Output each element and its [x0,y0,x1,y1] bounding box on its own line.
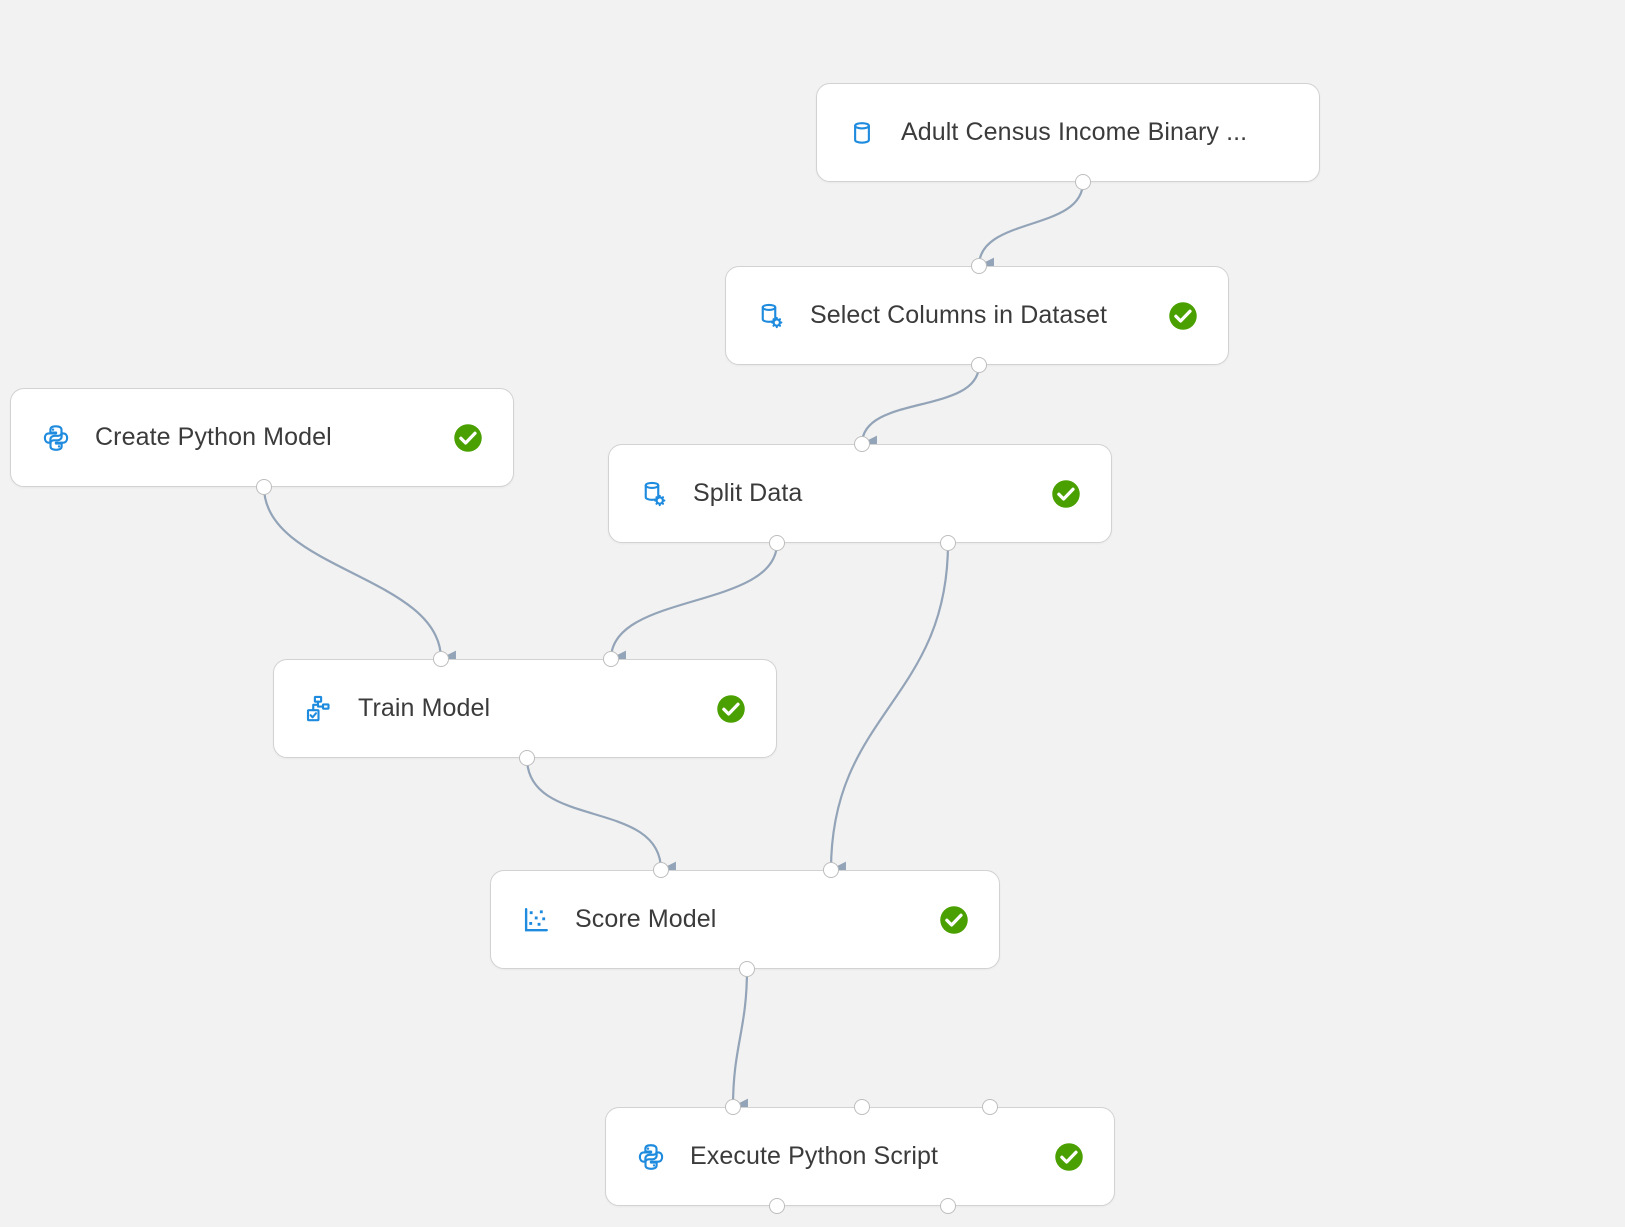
output-port-split-data-0[interactable] [769,535,785,551]
output-port-adult-census-income-binary-0[interactable] [1075,174,1091,190]
node-title: Split Data [693,479,803,507]
node-adult-census-income-binary[interactable]: Adult Census Income Binary ... [816,83,1320,182]
status-badge-success [1168,301,1198,331]
input-port-execute-python-script-2[interactable] [982,1099,998,1115]
status-badge-success [1054,1142,1084,1172]
node-title: Score Model [575,905,717,933]
input-port-score-model-1[interactable] [823,862,839,878]
output-port-execute-python-script-0[interactable] [769,1198,785,1214]
dataset-settings-icon [754,299,788,333]
status-badge-success [1051,479,1081,509]
output-port-split-data-1[interactable] [940,535,956,551]
status-badge-success [453,423,483,453]
output-port-execute-python-script-1[interactable] [940,1198,956,1214]
input-port-execute-python-script-1[interactable] [854,1099,870,1115]
node-title: Execute Python Script [690,1142,939,1170]
output-port-train-model-0[interactable] [519,750,535,766]
node-title: Create Python Model [95,423,332,451]
node-score-model[interactable]: Score Model [490,870,1000,969]
input-port-split-data-0[interactable] [854,436,870,452]
python-icon [634,1140,668,1174]
output-port-create-python-model-0[interactable] [256,479,272,495]
node-title: Select Columns in Dataset [810,301,1108,329]
edge-train-model-to-score-model[interactable] [525,757,676,879]
python-icon [39,421,73,455]
node-create-python-model[interactable]: Create Python Model [10,388,514,487]
dataset-cylinder-icon [845,116,879,150]
node-title: Adult Census Income Binary ... [901,118,1248,146]
input-port-score-model-0[interactable] [653,862,669,878]
node-select-columns-in-dataset[interactable]: Select Columns in Dataset [725,266,1229,365]
output-port-score-model-0[interactable] [739,961,755,977]
status-badge-none [1259,118,1289,148]
scatter-plot-icon [519,903,553,937]
output-port-select-columns-in-dataset-0[interactable] [971,357,987,373]
train-model-icon [302,692,336,726]
edge-score-model-to-execute-python-script[interactable] [731,968,749,1116]
status-badge-success [939,905,969,935]
input-port-train-model-0[interactable] [433,651,449,667]
input-port-select-columns-in-dataset-0[interactable] [971,258,987,274]
edge-select-columns-in-dataset-to-split-data[interactable] [860,364,981,453]
node-split-data[interactable]: Split Data [608,444,1112,543]
status-badge-success [716,694,746,724]
dataset-settings-icon [637,477,671,511]
input-port-execute-python-script-0[interactable] [725,1099,741,1115]
edge-split-data-to-train-model[interactable] [609,542,779,668]
node-title: Train Model [358,694,491,722]
edge-adult-census-income-binary-to-select-columns-in-dataset[interactable] [977,181,1085,275]
edge-split-data-to-score-model[interactable] [829,542,950,879]
input-port-train-model-1[interactable] [603,651,619,667]
node-execute-python-script[interactable]: Execute Python Script [605,1107,1115,1206]
edge-create-python-model-to-train-model[interactable] [262,486,456,668]
node-train-model[interactable]: Train Model [273,659,777,758]
